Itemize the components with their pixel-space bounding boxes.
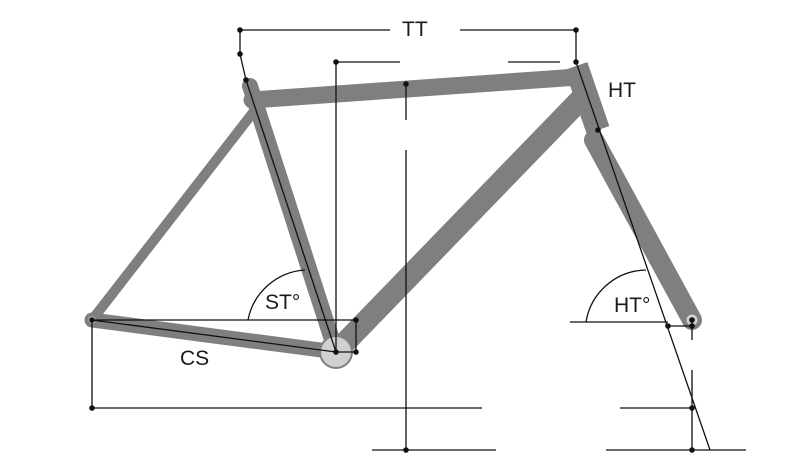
point-front-axle bbox=[689, 317, 695, 323]
point-tt-left-low bbox=[237, 51, 243, 57]
point-front-ground-short bbox=[689, 405, 695, 411]
tt-dimension-line bbox=[239, 29, 390, 54]
label-seat-angle: ST° bbox=[265, 291, 301, 314]
top-tube bbox=[243, 68, 587, 109]
point-ht-bottom bbox=[595, 127, 601, 133]
point-bb-drop bbox=[353, 349, 359, 355]
point-ht-top bbox=[573, 59, 579, 65]
head-angle-arc bbox=[585, 269, 647, 323]
seat-stay bbox=[87, 105, 260, 325]
point-seat-top bbox=[243, 77, 249, 83]
label-chainstay: CS bbox=[180, 347, 210, 370]
point-reach bbox=[403, 81, 409, 87]
label-head-angle: HT° bbox=[614, 294, 651, 317]
cs-axis bbox=[91, 319, 337, 353]
measurement-lines bbox=[91, 29, 746, 451]
bike-frame bbox=[84, 62, 702, 369]
point-wb-ground bbox=[403, 447, 409, 453]
point-bb-axle-level bbox=[353, 317, 359, 323]
point-tt-left bbox=[237, 27, 243, 33]
point-bb bbox=[333, 349, 339, 355]
point-stack-top bbox=[333, 59, 339, 65]
label-head-tube: HT bbox=[608, 79, 636, 102]
seat-tube-axis bbox=[245, 79, 337, 353]
point-ha-axis bbox=[665, 323, 671, 329]
seat-angle-arc bbox=[247, 269, 306, 321]
point-front-ground bbox=[689, 447, 695, 453]
label-top-tube: TT bbox=[402, 18, 428, 41]
fork bbox=[584, 130, 702, 330]
point-trail-axis bbox=[689, 323, 695, 329]
point-rear-ground bbox=[89, 405, 95, 411]
measurement-points bbox=[89, 27, 695, 453]
tt-left-extension bbox=[239, 53, 247, 81]
head-tube-axis bbox=[575, 61, 711, 451]
head-tube bbox=[564, 62, 610, 134]
point-tt-right bbox=[573, 27, 579, 33]
down-tube bbox=[325, 89, 591, 363]
point-rear-axle bbox=[89, 317, 95, 323]
